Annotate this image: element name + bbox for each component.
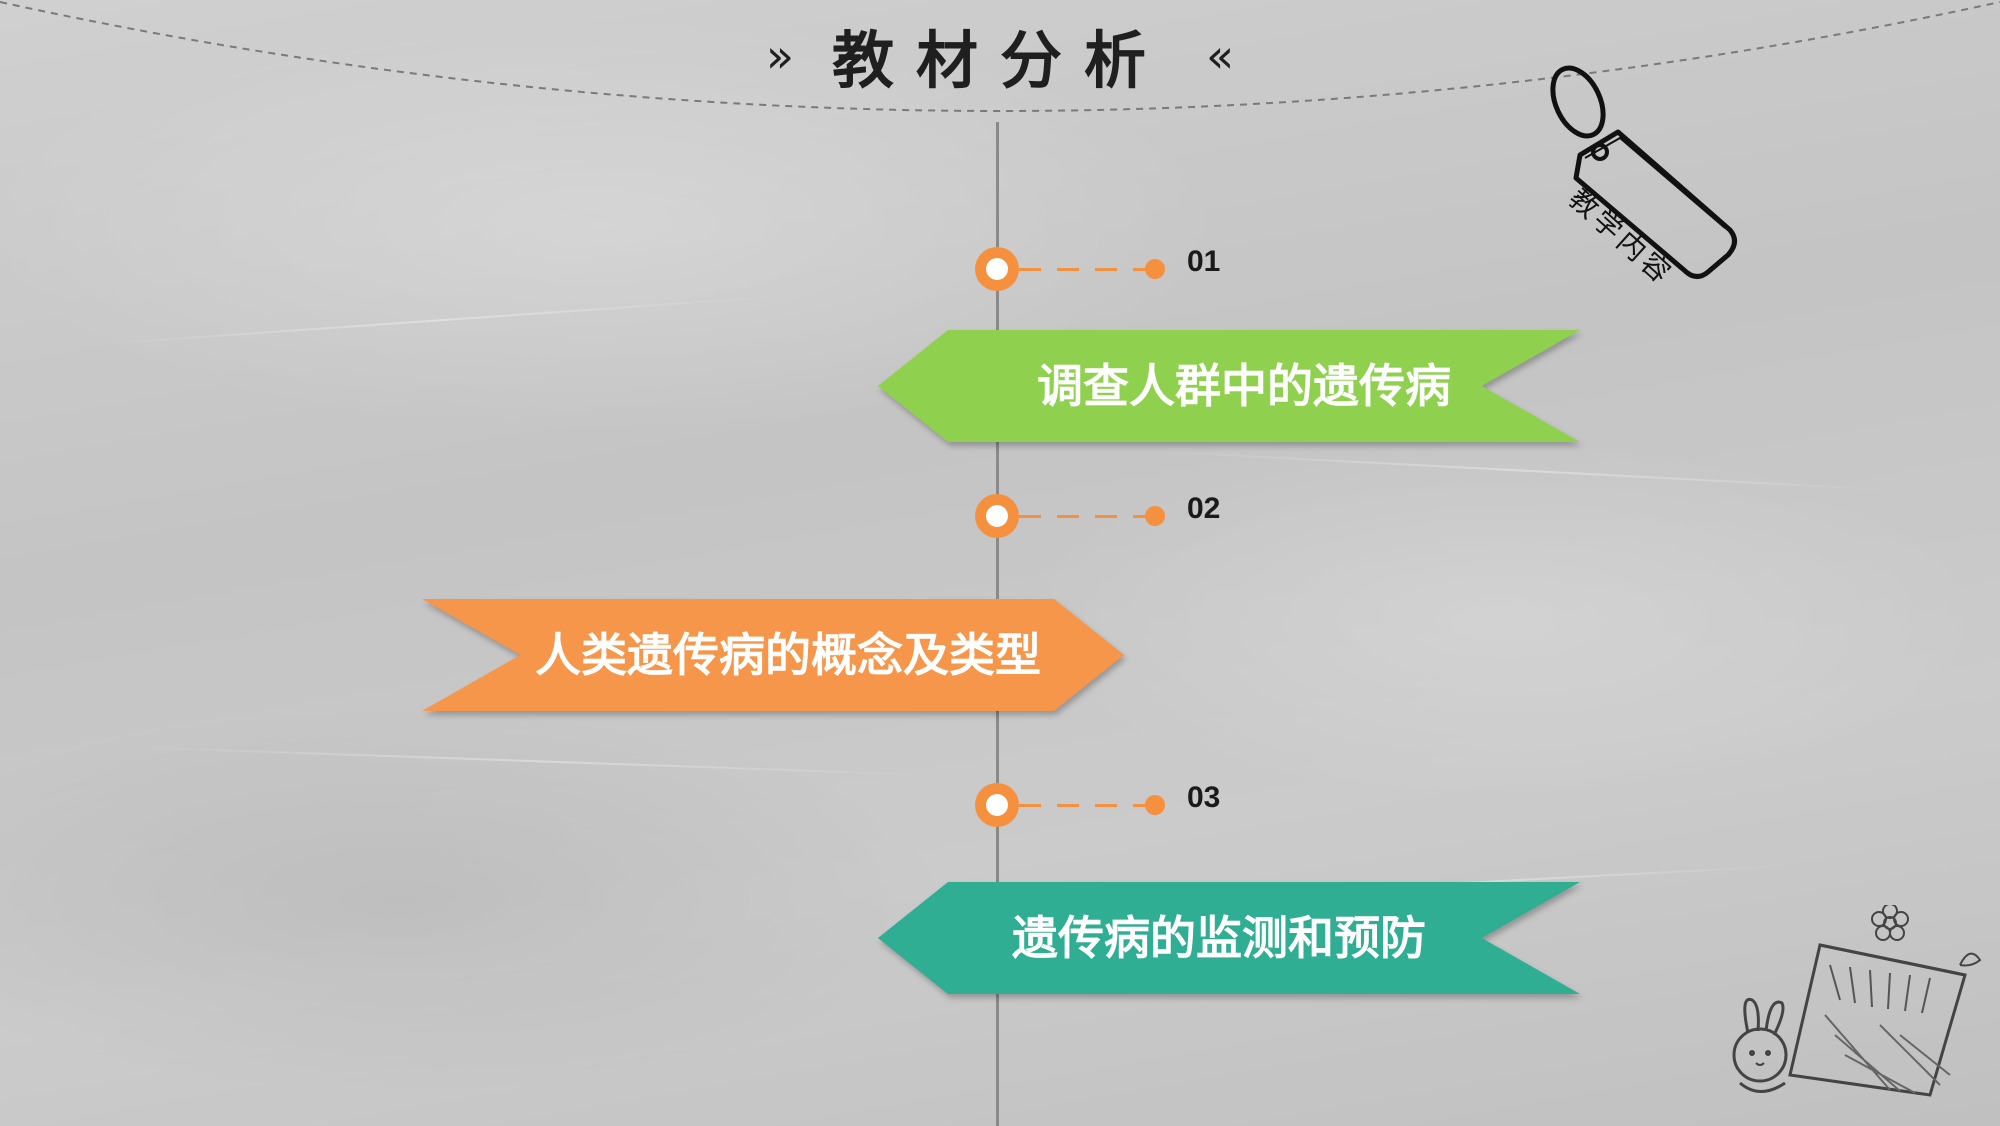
- timeline-dash-1: [1019, 268, 1161, 271]
- timeline-dot-2: [1145, 506, 1165, 526]
- dashed-string-line: [0, 1, 2000, 112]
- banner-label-1: 调查人群中的遗传病: [1037, 359, 1451, 413]
- banner-shape-3: [878, 882, 1580, 994]
- banner-shape-2: [422, 599, 1124, 711]
- banner-item-2: 人类遗传病的概念及类型: [422, 599, 1124, 711]
- timeline-dash-2: [1019, 515, 1161, 518]
- timeline-node-2: [975, 494, 1019, 538]
- hanging-tag-icon: [1550, 65, 1737, 279]
- banner-shape-1: [878, 330, 1580, 442]
- item-number-2: 02: [1187, 492, 1221, 525]
- timeline-dot-1: [1145, 259, 1165, 279]
- timeline-dash-3: [1019, 804, 1161, 807]
- banner-item-3: 遗传病的监测和预防: [878, 882, 1580, 994]
- page-title: » 教材分析 «: [0, 10, 2000, 100]
- title-text: 教材分析: [831, 24, 1168, 97]
- timeline-node-3: [975, 783, 1019, 827]
- banner-item-1: 调查人群中的遗传病: [878, 330, 1580, 442]
- timeline-dot-3: [1145, 795, 1165, 815]
- banner-label-2: 人类遗传病的概念及类型: [535, 628, 1041, 682]
- item-number-3: 03: [1187, 781, 1221, 814]
- tent-bunny-doodle-icon: [1732, 905, 1982, 1097]
- title-right-quote: «: [1206, 29, 1235, 83]
- timeline-node-1: [975, 247, 1019, 291]
- title-left-quote: »: [765, 29, 794, 83]
- item-number-1: 01: [1187, 245, 1221, 278]
- banner-label-3: 遗传病的监测和预防: [1012, 911, 1426, 965]
